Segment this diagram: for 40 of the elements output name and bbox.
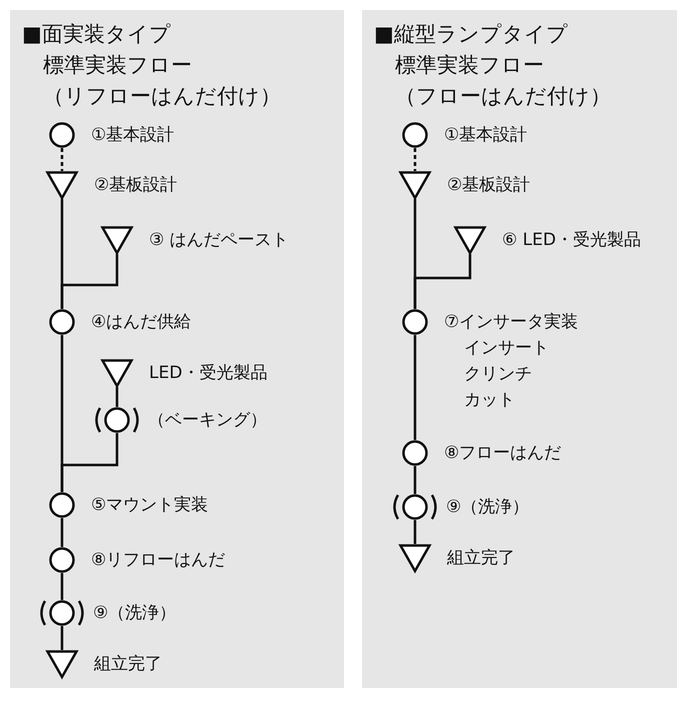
step-label: LED・受光製品 [149,362,268,385]
panel-title: ■縦型ランプタイプ [374,21,568,48]
panel-background [10,10,344,688]
panel-subtitle: （リフローはんだ付け） [43,83,281,110]
sub-step-label: カット [464,389,515,412]
step-label: ④はんだ供給 [91,311,192,334]
panel-subtitle: 標準実装フロー [43,52,192,79]
sub-step-label: インサート [464,337,549,360]
step-label: ⑨（洗浄） [446,496,530,519]
step-label: ②基板設計 [447,174,530,197]
panel-subtitle: 標準実装フロー [395,52,544,79]
connector-line [60,573,64,600]
panel-title: ■面実装タイプ [22,21,171,48]
dashed-connector [414,148,416,171]
connector-line [60,626,64,650]
connector-line [60,518,64,547]
connector-line [414,520,416,544]
connector-line [414,254,472,309]
connector-line [414,466,416,494]
panel-subtitle: （フローはんだ付け） [395,83,611,110]
step-label: ⑨（洗浄） [93,602,176,625]
panel-background [362,10,677,688]
step-label: ①基本設計 [91,124,174,147]
step-label: ⑥ LED・受光製品 [502,229,641,252]
step-label: 組立完了 [447,547,515,570]
step-label: ⑧リフローはんだ [91,549,226,572]
sub-step-label: クリンチ [464,363,532,386]
connector-line [60,254,118,309]
step-label: ⑤マウント実装 [91,494,208,517]
step-label: ⑧フローはんだ [444,442,562,465]
connector-line [60,433,118,492]
step-label: ①基本設計 [444,124,528,147]
step-label: ⑦インサータ実装 [444,311,578,334]
step-label: 組立完了 [94,653,162,676]
step-label: ③ はんだペースト [149,229,289,252]
step-label: （ベーキング） [148,409,267,432]
connector-line [116,387,118,407]
connector-line [414,335,416,440]
dashed-connector [60,148,64,171]
step-label: ②基板設計 [94,174,178,197]
